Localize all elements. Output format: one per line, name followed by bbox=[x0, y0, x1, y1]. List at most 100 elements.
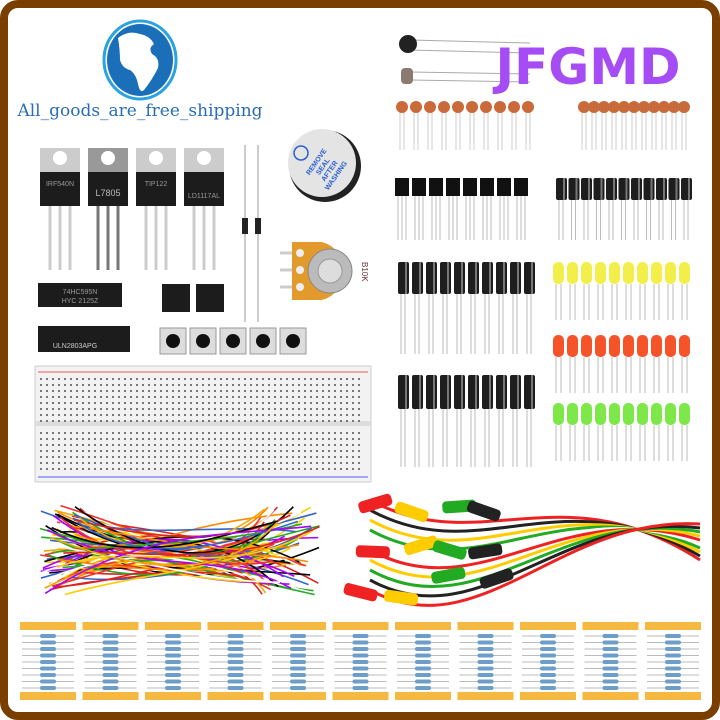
breadboard-hole bbox=[322, 438, 324, 440]
resistor bbox=[103, 673, 119, 677]
breadboard-hole bbox=[250, 420, 252, 422]
breadboard-hole bbox=[94, 432, 96, 434]
breadboard-hole bbox=[58, 384, 60, 386]
breadboard-hole bbox=[214, 390, 216, 392]
breadboard-hole bbox=[64, 456, 66, 458]
breadboard-hole bbox=[346, 384, 348, 386]
breadboard-hole bbox=[256, 438, 258, 440]
breadboard-hole bbox=[100, 414, 102, 416]
breadboard-hole bbox=[76, 432, 78, 434]
breadboard-hole bbox=[166, 384, 168, 386]
breadboard-hole bbox=[112, 384, 114, 386]
breadboard-hole bbox=[196, 438, 198, 440]
breadboard-hole bbox=[64, 450, 66, 452]
breadboard-hole bbox=[274, 396, 276, 398]
breadboard-hole bbox=[232, 408, 234, 410]
breadboard-hole bbox=[82, 450, 84, 452]
resistor bbox=[228, 654, 244, 658]
resistor-tape bbox=[20, 622, 76, 630]
breadboard-hole bbox=[64, 438, 66, 440]
resistor bbox=[665, 654, 681, 658]
resistor bbox=[415, 634, 431, 638]
electrolytic-capacitor bbox=[524, 262, 535, 294]
resistor bbox=[40, 634, 56, 638]
ceramic-capacitor bbox=[396, 101, 408, 113]
breadboard-hole bbox=[280, 444, 282, 446]
breadboard-hole bbox=[112, 444, 114, 446]
breadboard-hole bbox=[208, 444, 210, 446]
cap-stripe bbox=[405, 262, 407, 294]
breadboard-hole bbox=[298, 396, 300, 398]
resistor bbox=[353, 647, 369, 651]
breadboard-hole bbox=[238, 444, 240, 446]
breadboard-hole bbox=[310, 468, 312, 470]
breadboard-hole bbox=[346, 390, 348, 392]
breadboard-hole bbox=[136, 432, 138, 434]
electrolytic-capacitor bbox=[656, 178, 667, 200]
breadboard-hole bbox=[304, 456, 306, 458]
breadboard-hole bbox=[304, 390, 306, 392]
breadboard-hole bbox=[100, 444, 102, 446]
breadboard-hole bbox=[118, 432, 120, 434]
breadboard-hole bbox=[58, 420, 60, 422]
breadboard-hole bbox=[298, 432, 300, 434]
breadboard-hole bbox=[346, 432, 348, 434]
breadboard-hole bbox=[346, 462, 348, 464]
breadboard-hole bbox=[142, 396, 144, 398]
led bbox=[609, 262, 620, 284]
breadboard-hole bbox=[58, 378, 60, 380]
breadboard-hole bbox=[250, 462, 252, 464]
breadboard-hole bbox=[172, 408, 174, 410]
breadboard-hole bbox=[70, 378, 72, 380]
resistor bbox=[290, 686, 306, 690]
breadboard-hole bbox=[40, 450, 42, 452]
breadboard-hole bbox=[208, 432, 210, 434]
resistor bbox=[290, 647, 306, 651]
breadboard-hole bbox=[262, 432, 264, 434]
breadboard-hole bbox=[88, 408, 90, 410]
resistor-tape bbox=[458, 622, 514, 630]
breadboard-hole bbox=[82, 432, 84, 434]
breadboard-hole bbox=[196, 390, 198, 392]
resistor bbox=[165, 680, 181, 684]
breadboard-hole bbox=[190, 456, 192, 458]
breadboard-hole bbox=[100, 456, 102, 458]
breadboard-hole bbox=[358, 456, 360, 458]
breadboard-hole bbox=[220, 468, 222, 470]
breadboard-hole bbox=[70, 462, 72, 464]
resistor bbox=[540, 680, 556, 684]
breadboard-hole bbox=[52, 390, 54, 392]
breadboard-hole bbox=[286, 444, 288, 446]
breadboard-hole bbox=[142, 408, 144, 410]
breadboard-hole bbox=[52, 432, 54, 434]
breadboard-hole bbox=[322, 378, 324, 380]
resistor bbox=[665, 673, 681, 677]
led bbox=[595, 262, 606, 284]
breadboard-hole bbox=[52, 396, 54, 398]
resistor bbox=[540, 673, 556, 677]
breadboard-hole bbox=[70, 402, 72, 404]
breadboard-hole bbox=[64, 408, 66, 410]
breadboard-hole bbox=[118, 456, 120, 458]
breadboard-hole bbox=[190, 384, 192, 386]
resistor-tape bbox=[333, 622, 389, 630]
breadboard-hole bbox=[124, 432, 126, 434]
breadboard-hole bbox=[88, 420, 90, 422]
breadboard-hole bbox=[130, 456, 132, 458]
breadboard-hole bbox=[76, 468, 78, 470]
breadboard-hole bbox=[124, 438, 126, 440]
resistor bbox=[478, 660, 494, 664]
breadboard-hole bbox=[358, 462, 360, 464]
resistor-tape bbox=[333, 692, 389, 700]
breadboard-hole bbox=[352, 450, 354, 452]
regulator-label: IRF540N bbox=[46, 181, 74, 188]
breadboard-hole bbox=[280, 384, 282, 386]
breadboard-hole bbox=[178, 402, 180, 404]
cap-stripe bbox=[563, 178, 565, 200]
breadboard-hole bbox=[100, 390, 102, 392]
breadboard-hole bbox=[64, 432, 66, 434]
breadboard-hole bbox=[232, 402, 234, 404]
breadboard-hole bbox=[172, 456, 174, 458]
breadboard-hole bbox=[358, 402, 360, 404]
